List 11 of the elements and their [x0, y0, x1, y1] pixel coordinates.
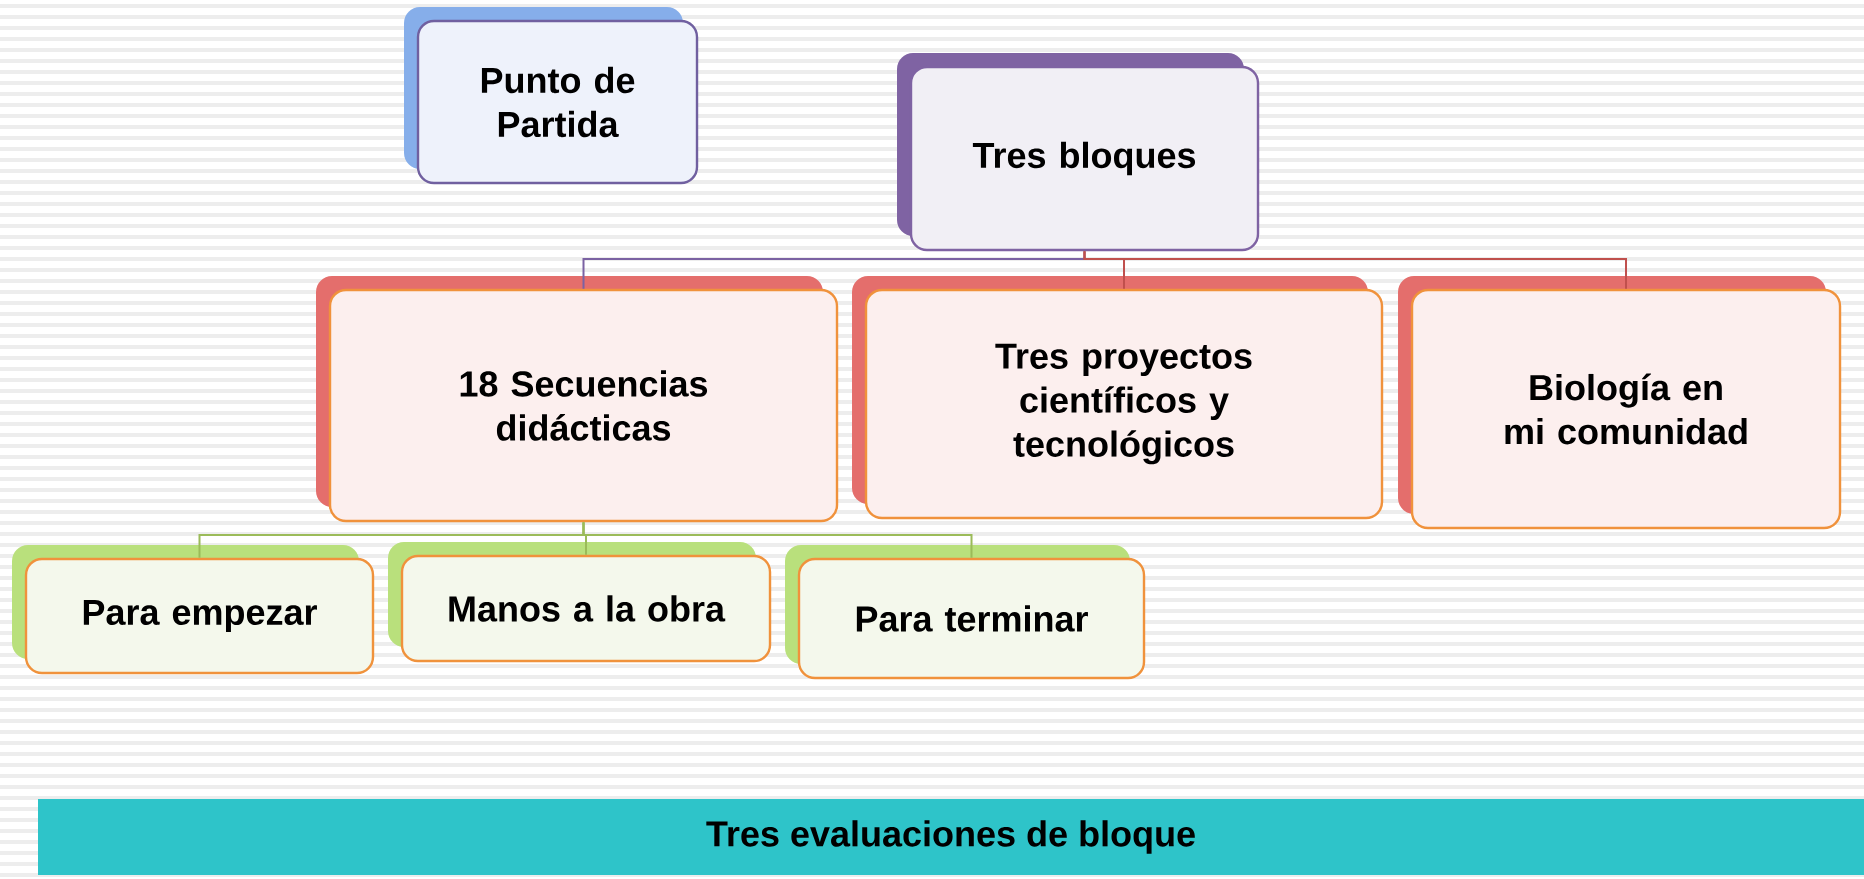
- process-box: Punto de Partida: [404, 7, 699, 185]
- process-box: Manos a la obra: [388, 542, 772, 663]
- process-box: 18 Secuencias didácticas: [316, 276, 839, 523]
- connector-line: [582, 521, 973, 559]
- process-box: Biología en mi comunidad: [1398, 276, 1842, 530]
- process-box: Para terminar: [785, 545, 1146, 680]
- process-box: Tres bloques: [897, 53, 1260, 252]
- process-box: Tres proyectos científicos y tecnológicos: [852, 276, 1384, 520]
- connector-line: [1083, 250, 1627, 290]
- banner-band: Tres evaluaciones de bloque: [38, 799, 1864, 875]
- process-box: Para empezar: [12, 545, 375, 675]
